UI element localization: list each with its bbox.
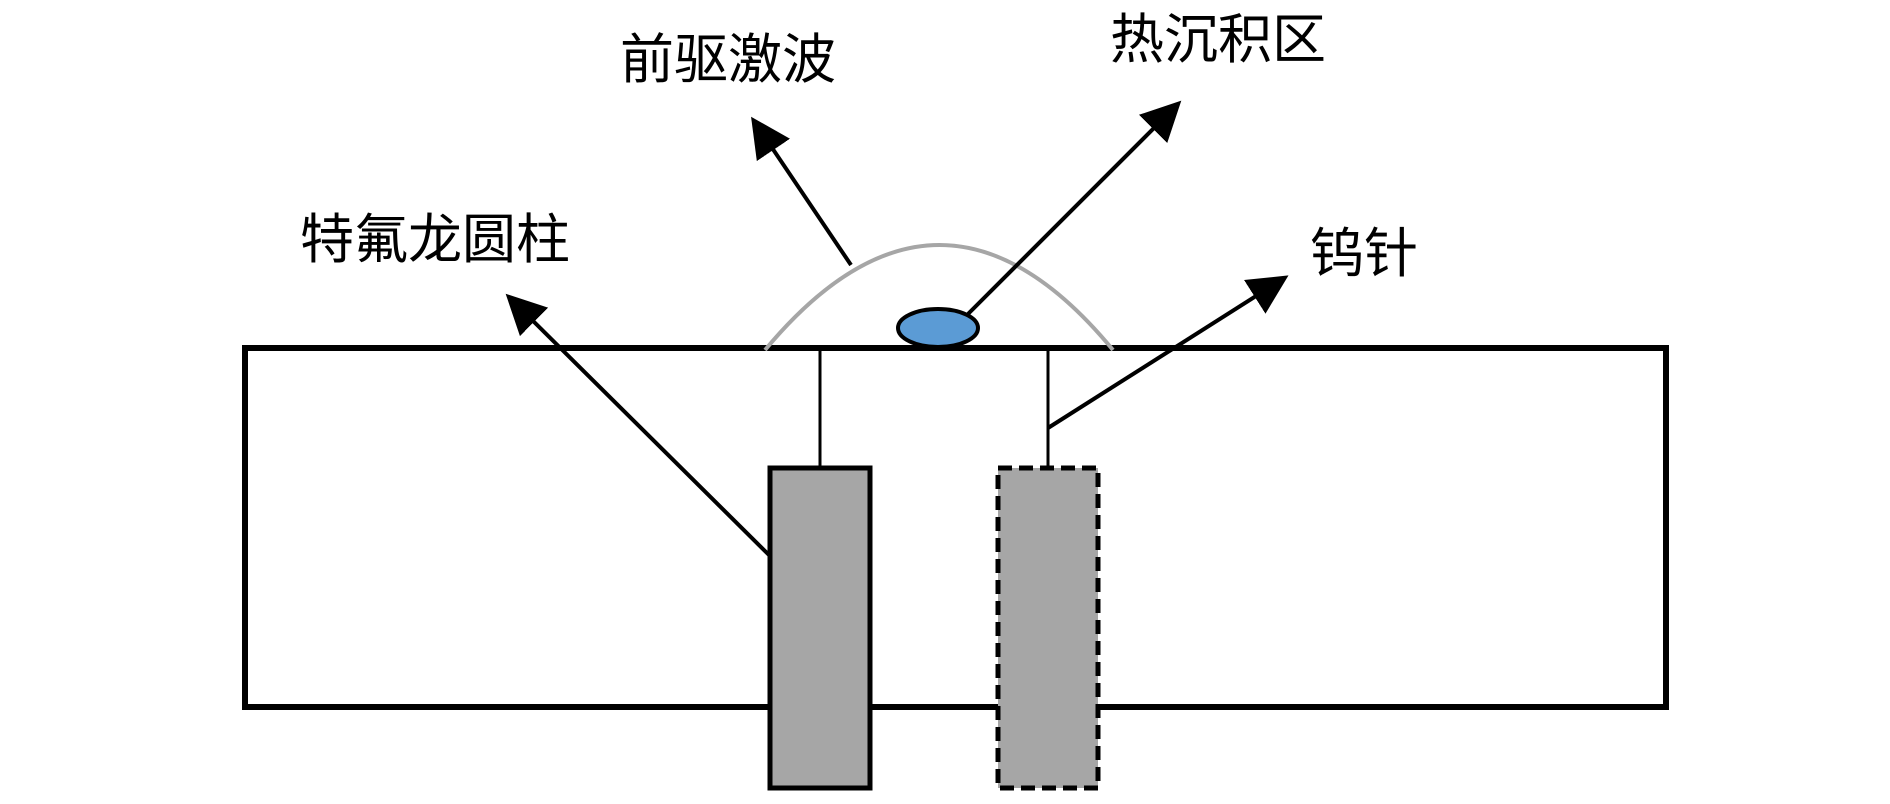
- precursor-shock-arc: [763, 243, 1115, 352]
- teflon-cylinder-left: [767, 465, 873, 791]
- arrow-teflon-cylinder: [505, 293, 772, 558]
- label-tungsten-needle: 钨针: [1310, 222, 1418, 285]
- label-teflon-cylinder: 特氟龙圆柱: [300, 208, 570, 271]
- channel-body: [242, 345, 1669, 710]
- arrow-heat-deposition: [966, 100, 1182, 316]
- label-heat-deposition: 热沉积区: [1110, 8, 1326, 71]
- label-precursor-shock: 前驱激波: [620, 28, 836, 91]
- arrow-precursor-shock: [751, 116, 853, 267]
- teflon-cylinder-right: [995, 465, 1101, 791]
- heat-deposition-zone: [896, 307, 980, 349]
- arrow-tungsten-needle: [1046, 275, 1289, 430]
